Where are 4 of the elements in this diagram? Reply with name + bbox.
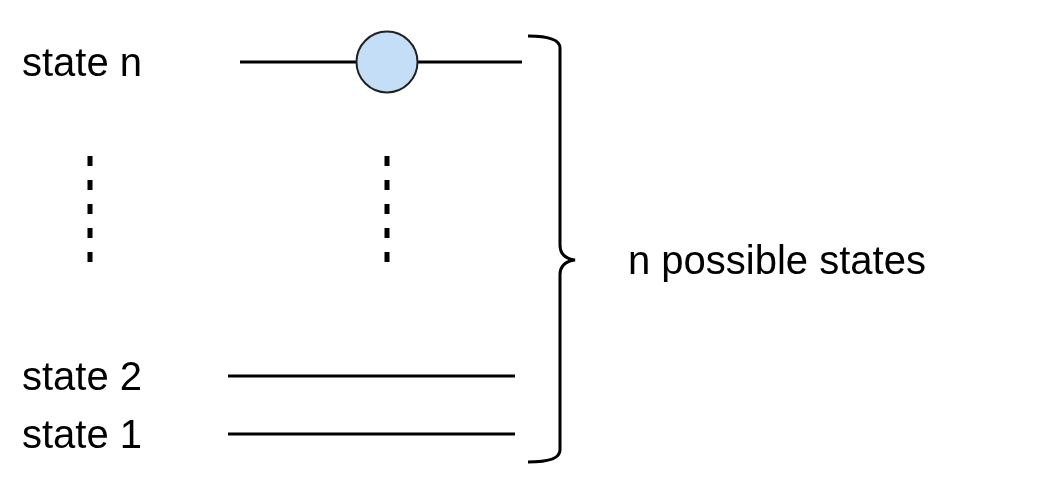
text-label: state 1 — [22, 411, 143, 457]
text-label: state 2 — [22, 353, 143, 399]
text-label: state n — [22, 39, 143, 85]
text-label: n possible states — [628, 237, 926, 283]
